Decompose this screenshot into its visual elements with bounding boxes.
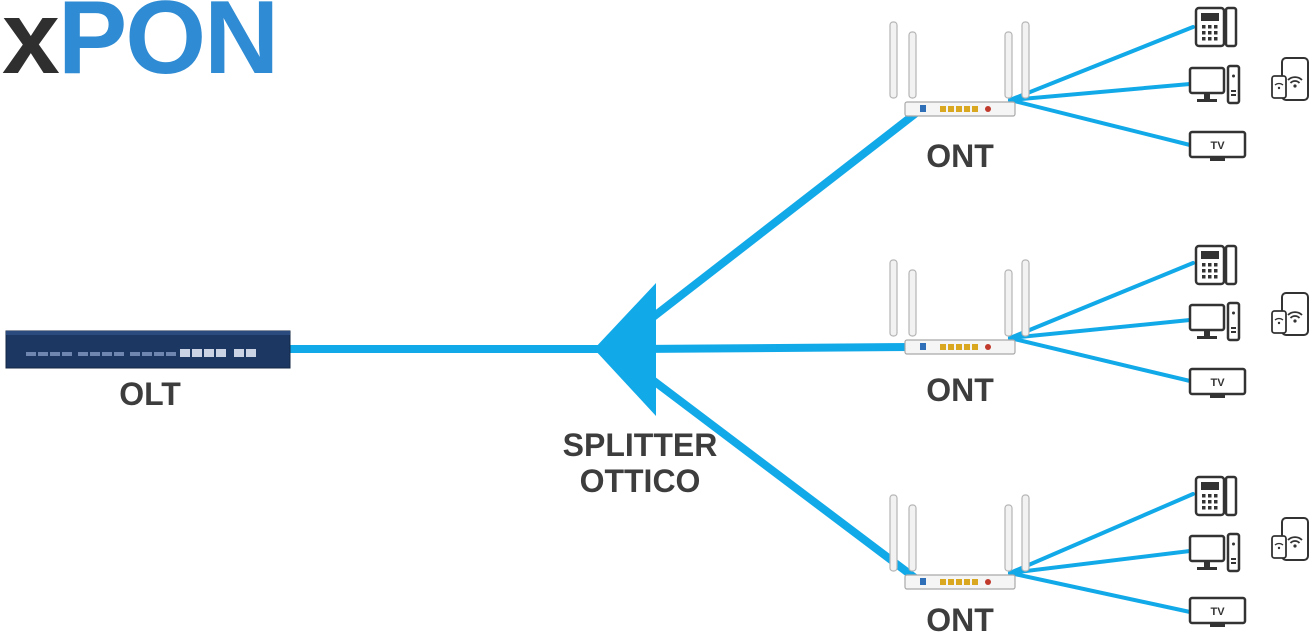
lan-ont1-pc	[1008, 82, 1192, 102]
olt-device-icon	[5, 330, 291, 369]
olt-label: OLT	[119, 376, 181, 412]
lan-ont1-tv	[1008, 98, 1192, 147]
title-main: PON	[57, 0, 279, 96]
lan-ont2-phone	[1008, 261, 1195, 340]
lan-ont2-tv	[1008, 336, 1192, 383]
lan-ont2-pc	[1008, 318, 1192, 340]
lan-ont3-pc	[1008, 549, 1192, 575]
phone-icon	[1194, 244, 1238, 286]
splitter-label-line2: OTTICO	[579, 462, 701, 499]
phone-icon	[1194, 6, 1238, 48]
lan-ont3-phone	[1008, 492, 1195, 575]
fiber-splitter-ont-1	[626, 106, 924, 339]
tv-icon: TV	[1188, 596, 1247, 627]
tablet-wifi-icon	[1271, 292, 1309, 336]
fiber-links	[286, 25, 1195, 614]
title-prefix: x	[2, 0, 60, 96]
tv-icon: TV	[1188, 367, 1247, 398]
ont-label-3: ONT	[926, 602, 994, 638]
ont-router-icon	[889, 494, 1030, 590]
desktop-computer-icon	[1188, 532, 1241, 573]
tablet-wifi-icon	[1271, 517, 1309, 561]
fiber-splitter-ont-3	[626, 359, 919, 582]
splitter-label-line1: SPLITTER	[562, 427, 718, 463]
lan-ont1-phone	[1008, 25, 1195, 102]
phone-icon	[1194, 475, 1238, 517]
tv-label: TV	[1210, 140, 1225, 152]
tablet-wifi-icon	[1271, 57, 1309, 101]
tv-label: TV	[1210, 377, 1225, 389]
tv-label: TV	[1210, 606, 1225, 618]
fiber-splitter-ont-2	[626, 343, 919, 353]
page-title: xPON	[2, 0, 279, 90]
desktop-computer-icon	[1188, 301, 1241, 342]
splitter-icon	[594, 283, 656, 416]
ont-router-icon	[889, 21, 1030, 117]
ont-label-2: ONT	[926, 372, 994, 408]
lan-ont3-tv	[1008, 571, 1192, 614]
ont-router-icon	[889, 259, 1030, 355]
splitter-label: SPLITTER OTTICO	[540, 427, 740, 500]
desktop-computer-icon	[1188, 64, 1241, 105]
tv-icon: TV	[1188, 130, 1247, 161]
ont-label-1: ONT	[926, 138, 994, 174]
